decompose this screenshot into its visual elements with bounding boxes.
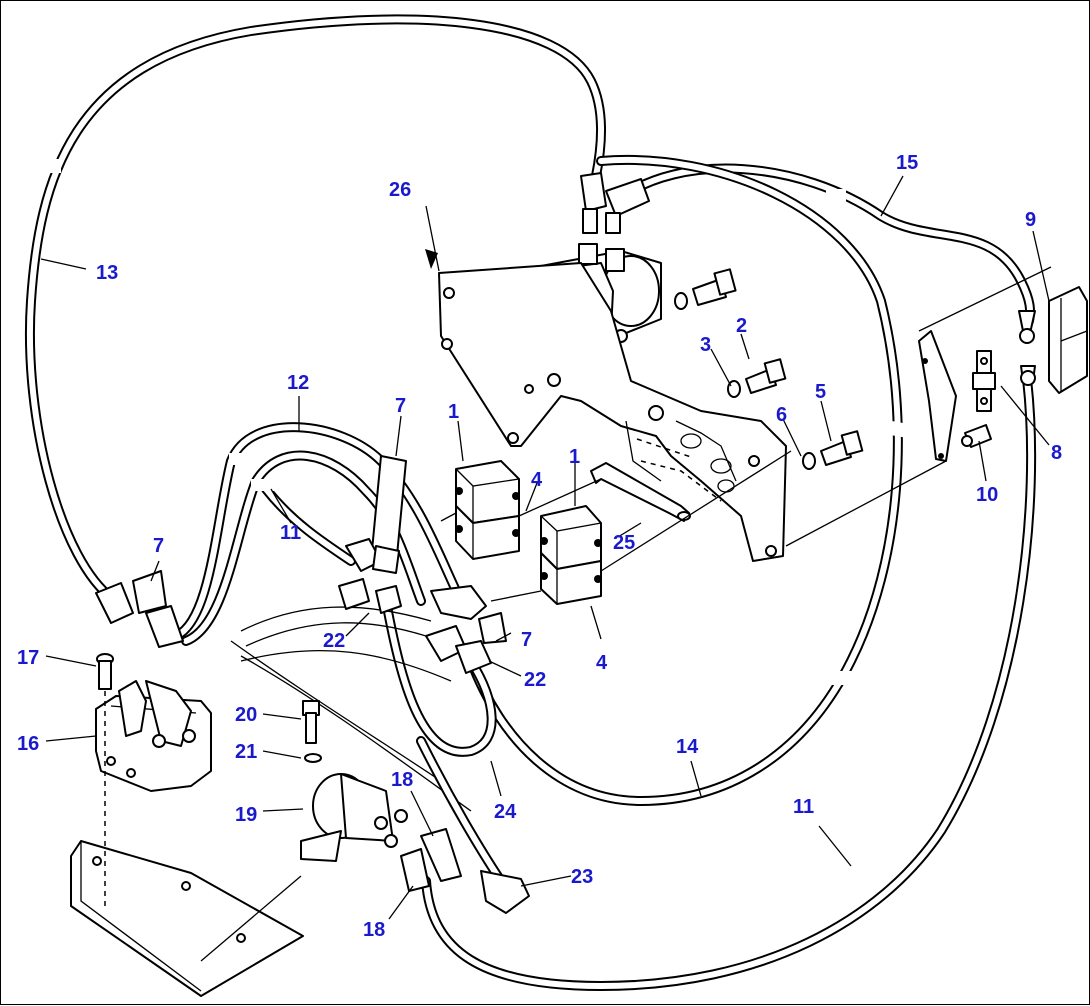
leader-lines [40, 175, 1050, 920]
fastener-2-3 [727, 358, 787, 398]
clip-8 [972, 350, 996, 412]
switch-19 [300, 773, 408, 862]
callout-5: 5 [815, 381, 826, 403]
callout-23: 23 [571, 866, 593, 888]
callout-24: 24 [494, 801, 517, 823]
callout-26: 26 [389, 179, 411, 201]
callout-22: 22 [524, 669, 546, 691]
callout-7: 7 [153, 535, 164, 557]
callout-6: 6 [776, 404, 787, 426]
callout-18: 18 [363, 919, 385, 941]
relay-leaders [440, 450, 792, 602]
fastener-5-6 [802, 430, 864, 470]
callout-7: 7 [521, 629, 532, 651]
callout-1: 1 [448, 401, 459, 423]
bolt-20-washer-21 [302, 700, 322, 763]
starter-bolt [674, 268, 737, 310]
callout-13: 13 [96, 262, 118, 284]
cable-24 [381, 596, 497, 757]
cable-11-right [421, 374, 1037, 991]
callout-22: 22 [323, 630, 345, 652]
callout-9: 9 [1025, 209, 1036, 231]
callout-2: 2 [736, 315, 747, 337]
callout-25: 25 [613, 532, 635, 554]
callout-16: 16 [17, 733, 39, 755]
callout-21: 21 [235, 741, 257, 763]
callout-11: 11 [280, 522, 301, 544]
lug-group-right [425, 585, 507, 674]
top-connector-boots [580, 172, 650, 234]
callout-14: 14 [676, 736, 699, 758]
relay-16 [95, 680, 212, 792]
cable-23-feed [416, 736, 506, 886]
callout-labels: 1 1 2 3 4 4 5 6 7 7 7 8 9 10 11 11 12 13… [17, 152, 1062, 941]
lug-group-left [338, 455, 407, 614]
cable-breaks [21, 159, 986, 690]
callout-8: 8 [1051, 442, 1062, 464]
bolt-17 [96, 653, 114, 690]
clamp-7-left [95, 570, 184, 648]
bracket-right-9 [1048, 286, 1088, 394]
callout-3: 3 [700, 334, 711, 356]
mounting-plate-26 [438, 262, 787, 562]
callout-1: 1 [569, 446, 580, 468]
bottom-bracket [70, 691, 304, 997]
ring-terminals [1018, 310, 1036, 386]
callout-11: 11 [793, 796, 814, 818]
callout-17: 17 [17, 647, 39, 669]
cable-14 [466, 154, 903, 806]
callout-20: 20 [235, 704, 257, 726]
cable-13 [24, 14, 606, 604]
callout-12: 12 [287, 372, 309, 394]
callout-10: 10 [976, 484, 998, 506]
callout-4: 4 [531, 469, 543, 491]
connectors-18 [400, 828, 462, 892]
bolt-10 [961, 424, 992, 448]
callout-15: 15 [896, 152, 918, 174]
callout-18: 18 [391, 769, 413, 791]
callout-19: 19 [235, 804, 257, 826]
bracket-right-mount [785, 266, 1052, 547]
arrow-26 [425, 249, 438, 269]
connector-23 [480, 870, 530, 914]
cable-11-left [261, 484, 356, 566]
callout-7: 7 [395, 395, 406, 417]
callout-4: 4 [596, 652, 608, 674]
relay-pair-left [455, 460, 520, 560]
relay-pair-right [540, 505, 602, 605]
bracket-25 [590, 462, 691, 522]
